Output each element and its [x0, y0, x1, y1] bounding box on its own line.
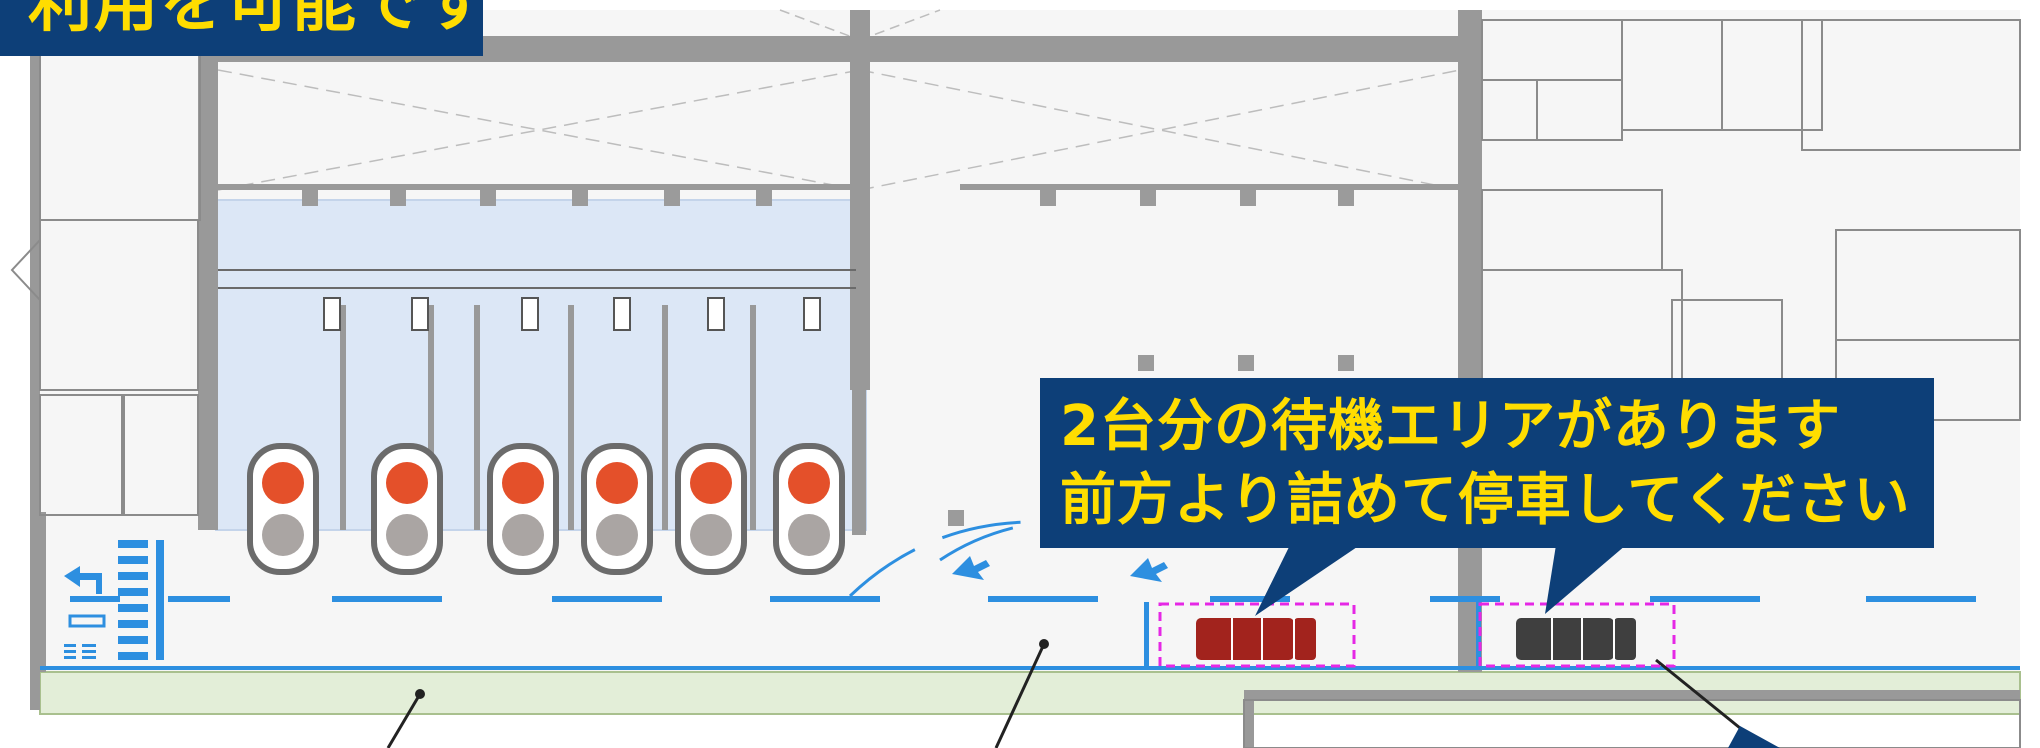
traffic-signal — [675, 443, 747, 575]
columns — [302, 190, 1354, 526]
rail — [218, 269, 856, 289]
traffic-signal — [773, 443, 845, 575]
leader-dot — [1039, 639, 1049, 649]
turn-arrow-icon — [64, 566, 102, 594]
walls — [30, 10, 2020, 748]
bottom-callout-corner — [1728, 726, 1780, 748]
road-glyph-text — [64, 644, 96, 659]
callout-pointer — [1545, 545, 1626, 614]
road-glyph-box — [68, 614, 106, 628]
top-callout-text: 利用を可能です — [28, 0, 483, 41]
crosswalk — [118, 540, 164, 660]
callout-line-1: 2台分の待機エリアがあります — [1060, 394, 1841, 459]
traffic-signal — [247, 443, 319, 575]
top-callout-label: 利用を可能です — [0, 0, 483, 56]
callout-line-2: 前方より詰めて停車してください — [1060, 468, 1911, 533]
leader-lines — [386, 643, 1741, 748]
waiting-area-2 — [1478, 602, 1676, 668]
traffic-signal — [371, 443, 443, 575]
traffic-signal — [581, 443, 653, 575]
direction-arrow-icon — [952, 556, 1168, 582]
truck-icon — [1196, 618, 1316, 660]
leader-dot — [415, 689, 425, 699]
callout-pointer — [1255, 545, 1360, 616]
waiting-area-1 — [1158, 602, 1356, 668]
upper-hall — [217, 9, 1461, 191]
waiting-area-callout: 2台分の待機エリアがあります 前方より詰めて停車してください — [1040, 378, 1934, 548]
truck-icon — [1516, 618, 1636, 660]
traffic-signal — [487, 443, 559, 575]
rail-blocks — [323, 297, 821, 331]
